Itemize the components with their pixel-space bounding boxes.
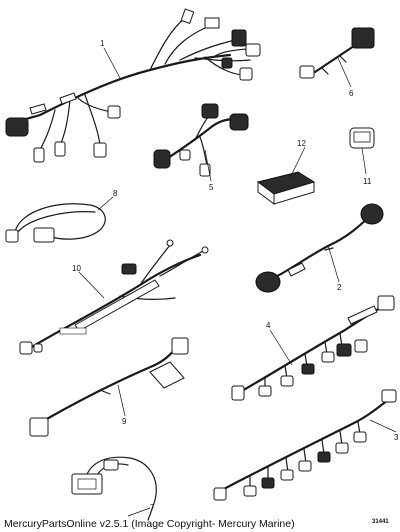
callout-12: 12 bbox=[297, 139, 306, 148]
callout-10: 10 bbox=[72, 264, 81, 273]
harness-item-6[interactable] bbox=[299, 27, 375, 79]
connector-item-11[interactable] bbox=[349, 127, 375, 149]
callout-6: 6 bbox=[349, 89, 354, 98]
harness-item-5[interactable] bbox=[153, 103, 249, 177]
harness-item-9[interactable] bbox=[29, 337, 189, 437]
callout-labels: 1 2 3 4 5 6 7 8 9 10 11 12 bbox=[72, 39, 399, 512]
callout-9: 9 bbox=[122, 417, 127, 426]
callout-3: 3 bbox=[394, 433, 399, 442]
callout-leaders bbox=[78, 47, 397, 517]
harness-item-7[interactable] bbox=[71, 456, 157, 521]
callout-7: 7 bbox=[150, 503, 155, 512]
callout-8: 8 bbox=[113, 189, 118, 198]
drawing-number: 31441 bbox=[372, 519, 389, 525]
harness-item-1[interactable] bbox=[5, 8, 261, 163]
junction-block-item-12[interactable] bbox=[256, 171, 316, 205]
callout-2: 2 bbox=[337, 283, 342, 292]
harness-item-3[interactable] bbox=[213, 389, 397, 501]
harness-item-10[interactable] bbox=[19, 239, 209, 355]
callout-4: 4 bbox=[266, 321, 271, 330]
harness-item-4[interactable] bbox=[231, 295, 395, 401]
harness-item-2[interactable] bbox=[255, 203, 384, 293]
harness-item-8[interactable] bbox=[5, 203, 106, 243]
callout-1: 1 bbox=[100, 39, 105, 48]
callout-5: 5 bbox=[209, 183, 214, 192]
callout-11: 11 bbox=[363, 177, 372, 186]
copyright-footer: MercuryPartsOnline v2.5.1 (Image Copyrig… bbox=[4, 518, 295, 530]
